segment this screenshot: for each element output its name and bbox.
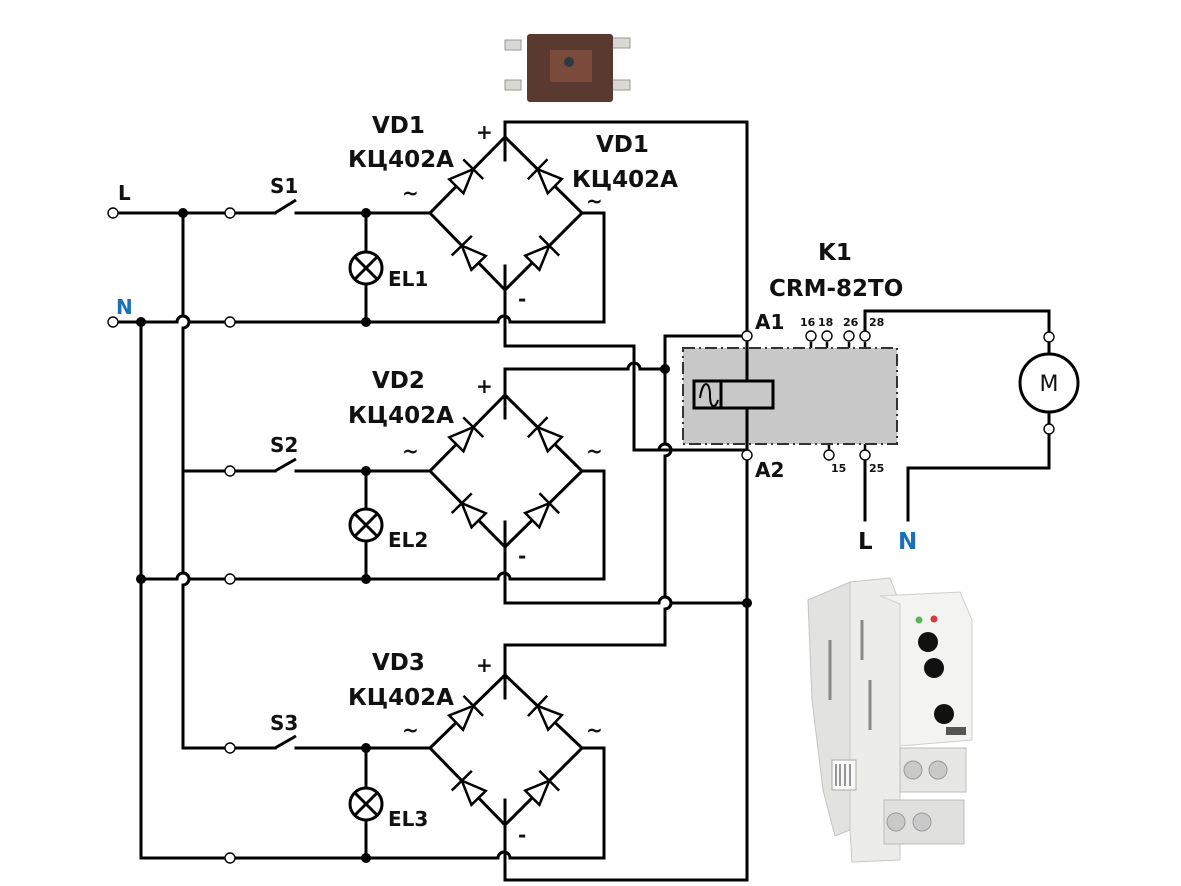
label-neutral-n: N [116, 295, 133, 319]
label-vd1-ac-right: ~ [586, 189, 603, 213]
label-terminal-26: 26 [843, 316, 859, 329]
label-vd3-plus: + [476, 653, 493, 677]
label-vd1-part: КЦ402А [348, 147, 454, 173]
label-terminal-25: 25 [869, 462, 884, 475]
label-terminal-16: 16 [800, 316, 816, 329]
junctions [136, 208, 752, 863]
switch-s3[interactable] [274, 734, 297, 750]
diode-3-d [523, 769, 561, 807]
label-terminal-15: 15 [831, 462, 846, 475]
label-vd3-part: КЦ402А [348, 685, 454, 711]
terminals [107, 207, 1055, 864]
diode-1-c [450, 234, 488, 273]
diode-1-a [447, 158, 485, 196]
label-vd2-ac-right: ~ [586, 439, 603, 463]
label-vd1-ref: VD1 [372, 113, 425, 139]
diode-2-c [450, 492, 488, 530]
label-s2: S2 [270, 433, 298, 457]
label-relay-model: CRM-82TO [769, 276, 903, 302]
label-output-l: L [858, 529, 873, 555]
label-vd1-plus: + [476, 120, 493, 144]
diode-3-c [450, 769, 488, 808]
diode-2-a [447, 416, 485, 454]
switch-s2[interactable] [274, 457, 297, 473]
relay-photo [807, 577, 973, 863]
label-el1: EL1 [388, 267, 428, 291]
label-vd3-ac-left: ~ [402, 718, 419, 742]
lamp-el3 [348, 786, 384, 822]
label-vd3-ref: VD3 [372, 650, 425, 676]
diode-2-d [522, 492, 561, 530]
label-vd2-ref: VD2 [372, 368, 425, 394]
label-relay-ref: K1 [818, 240, 852, 266]
label-vd1-part-2: КЦ402А [572, 167, 678, 193]
label-vd2-minus: - [518, 544, 526, 568]
label-vd3-minus: - [518, 823, 526, 847]
motor [1018, 352, 1080, 414]
lamp-el2 [348, 507, 384, 543]
label-motor: M [1040, 372, 1059, 397]
label-vd2-part: КЦ402А [348, 403, 454, 429]
label-vd1-ac-left: ~ [402, 181, 419, 205]
diode-3-b [527, 694, 565, 732]
bridge-vd1 [427, 134, 585, 293]
label-s1: S1 [270, 174, 298, 198]
lamp-el1 [348, 250, 384, 286]
label-vd3-ac-right: ~ [586, 718, 603, 742]
bridge-vd2 [427, 392, 585, 550]
label-el3: EL3 [388, 807, 428, 831]
relay-coil [692, 379, 775, 410]
label-terminal-a2: A2 [755, 458, 784, 482]
label-vd2-plus: + [476, 374, 493, 398]
diode-2-b [526, 416, 565, 454]
label-line-l: L [118, 181, 131, 205]
label-terminal-28: 28 [869, 316, 884, 329]
label-output-n: N [898, 529, 917, 555]
label-terminal-a1: A1 [755, 310, 784, 334]
diodes [446, 158, 565, 808]
bridge-vd3 [427, 672, 585, 828]
diode-1-d [523, 234, 561, 272]
label-vd1-ref-2: VD1 [596, 132, 649, 158]
diode-3-a [446, 694, 484, 732]
label-vd1-minus: - [518, 287, 526, 311]
diode-1-b [526, 158, 565, 196]
label-vd2-ac-left: ~ [402, 439, 419, 463]
label-s3: S3 [270, 711, 298, 735]
switch-s1[interactable] [274, 198, 297, 215]
bridge-rectifier-photo [504, 34, 631, 102]
label-terminal-18: 18 [818, 316, 833, 329]
label-el2: EL2 [388, 528, 428, 552]
